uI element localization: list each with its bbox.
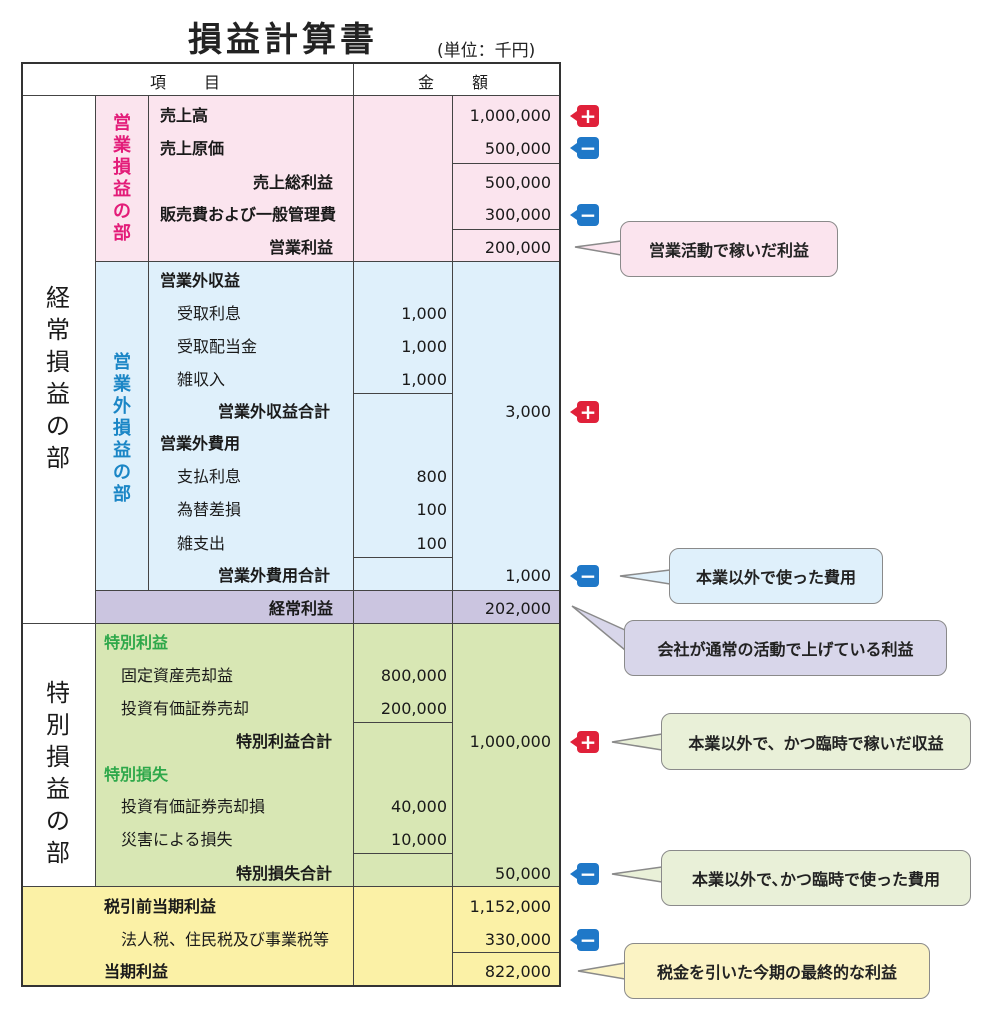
grid-line (148, 95, 149, 590)
grid-line (22, 95, 560, 96)
row-label-ordinary-profit: 経常利益 (269, 599, 334, 618)
amount-misc-loss: 100 (416, 534, 447, 553)
amount-interest-received: 1,000 (401, 304, 447, 323)
ordinary-section-label: 経常損益の部 (46, 284, 70, 472)
grid-line (452, 163, 560, 164)
row-label-special-gain: 特別利益 (104, 633, 169, 652)
row-label-fx-loss: 為替差損 (177, 500, 242, 519)
amount-net-profit: 822,000 (484, 962, 551, 981)
unit-label: (単位：千円) (437, 41, 536, 61)
callout-special-loss: 本業以外で､かつ臨時で使った費用 (661, 850, 971, 906)
amount-misc-income: 1,000 (401, 370, 447, 389)
grid-line (95, 261, 560, 262)
grid-line (452, 95, 453, 986)
amount-special-loss-total: 50,000 (495, 864, 551, 883)
grid-line (22, 886, 560, 887)
special-section-bg (95, 623, 560, 886)
row-label-taxes: 法人税、住民税及び事業税等 (121, 930, 330, 949)
header-amount: 金 額 (418, 73, 491, 92)
row-label-misc-loss: 雑支出 (177, 534, 226, 553)
minus-badge-icon: − (570, 204, 599, 226)
non-operating-section-bg (95, 261, 560, 590)
grid-line (452, 229, 560, 230)
amount-pretax-profit: 1,152,000 (469, 897, 551, 916)
ordinary-profit-row-bg (95, 590, 560, 623)
non-operating-section-label: 営業外損益の部 (113, 352, 131, 505)
special-section-label: 特別損益の部 (46, 679, 70, 867)
amount-dividends-received: 1,000 (401, 337, 447, 356)
plus-badge-icon: + (570, 401, 599, 423)
net-section-bg (22, 886, 560, 986)
amount-securities-gain: 200,000 (380, 699, 447, 718)
amount-sales: 1,000,000 (469, 106, 551, 125)
callout-non-op-expense: 本業以外で使った費用 (669, 548, 883, 604)
minus-badge-icon: − (570, 929, 599, 951)
grid-line (95, 95, 96, 886)
minus-badge-icon: − (570, 565, 599, 587)
amount-taxes: 330,000 (484, 930, 551, 949)
amount-fx-loss: 100 (416, 500, 447, 519)
minus-badge-icon: − (570, 137, 599, 159)
row-label-securities-gain: 投資有価証券売却 (121, 699, 250, 718)
amount-disaster-loss: 10,000 (391, 830, 447, 849)
row-label-pretax-profit: 税引前当期利益 (104, 897, 217, 916)
callout-special-gain: 本業以外で、かつ臨時で稼いだ収益 (661, 713, 971, 770)
grid-line (353, 393, 452, 394)
header-item: 項 目 (150, 73, 223, 92)
amount-fixed-asset-gain: 800,000 (380, 666, 447, 685)
row-label-operating-profit: 営業利益 (269, 238, 334, 257)
row-label-non-op-income: 営業外収益 (160, 271, 241, 290)
row-label-sga: 販売費および一般管理費 (160, 205, 337, 224)
row-label-net-profit: 当期利益 (104, 962, 169, 981)
amount-interest-paid: 800 (416, 467, 447, 486)
amount-ordinary-profit: 202,000 (484, 599, 551, 618)
row-label-sales: 売上高 (160, 106, 209, 125)
grid-line (353, 557, 452, 558)
row-label-interest-paid: 支払利息 (177, 467, 242, 486)
row-label-cogs: 売上原価 (160, 139, 225, 158)
amount-cogs: 500,000 (484, 139, 551, 158)
amount-gross-profit: 500,000 (484, 173, 551, 192)
callout-ordinary-profit: 会社が通常の活動で上げている利益 (624, 620, 947, 676)
amount-securities-loss: 40,000 (391, 797, 447, 816)
callout-net-profit: 税金を引いた今期の最終的な利益 (624, 943, 930, 999)
row-label-dividends-received: 受取配当金 (177, 337, 258, 356)
row-label-special-gain-total: 特別利益合計 (236, 732, 333, 751)
minus-badge-icon: − (570, 863, 599, 885)
row-label-securities-loss: 投資有価証券売却損 (121, 797, 266, 816)
row-label-special-loss: 特別損失 (104, 765, 169, 784)
grid-line (452, 952, 560, 953)
amount-special-gain-total: 1,000,000 (469, 732, 551, 751)
operating-section-bg (95, 95, 560, 261)
row-label-interest-received: 受取利息 (177, 304, 242, 323)
row-label-non-op-expense-total: 営業外費用合計 (218, 566, 331, 585)
amount-non-op-income-total: 3,000 (505, 402, 551, 421)
row-label-non-op-income-total: 営業外収益合計 (218, 402, 331, 421)
callout-operating-profit: 営業活動で稼いだ利益 (620, 221, 838, 277)
row-label-fixed-asset-gain: 固定資産売却益 (121, 666, 234, 685)
amount-operating-profit: 200,000 (484, 238, 551, 257)
grid-line (95, 590, 560, 591)
table-frame (21, 62, 561, 987)
grid-line (353, 853, 452, 854)
plus-badge-icon: + (570, 105, 599, 127)
row-label-non-op-expense: 営業外費用 (160, 434, 241, 453)
amount-sga: 300,000 (484, 205, 551, 224)
row-label-special-loss-total: 特別損失合計 (236, 864, 333, 883)
grid-line (353, 722, 452, 723)
page-title: 損益計算書 (188, 20, 378, 60)
row-label-misc-income: 雑収入 (177, 370, 226, 389)
amount-non-op-expense-total: 1,000 (505, 566, 551, 585)
row-label-disaster-loss: 災害による損失 (121, 830, 233, 849)
row-label-gross-profit: 売上総利益 (253, 173, 334, 192)
grid-line (22, 623, 560, 624)
plus-badge-icon: + (570, 731, 599, 753)
operating-section-label: 営業損益の部 (113, 113, 131, 244)
grid-line (353, 63, 354, 986)
